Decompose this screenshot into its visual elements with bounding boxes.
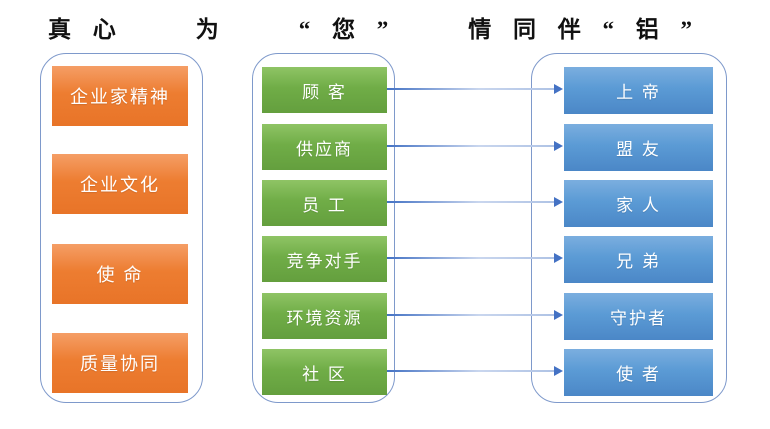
connector-arrow-head-icon — [554, 84, 563, 94]
role-box: 上 帝 — [564, 67, 713, 114]
value-box: 企业家精神 — [52, 66, 188, 126]
title-segment: “ 您 ” — [298, 17, 397, 42]
stakeholder-box: 供应商 — [262, 124, 387, 170]
value-box: 使 命 — [52, 244, 188, 304]
connector-arrow-line — [387, 257, 554, 259]
title-segment: 真 心 — [48, 17, 124, 42]
diagram-title: 真 心 为 “ 您 ” 情 同 伴 “ 铝 ” — [48, 10, 700, 44]
connector-arrow-head-icon — [554, 253, 563, 263]
stakeholder-box: 环境资源 — [262, 293, 387, 339]
role-box: 守护者 — [564, 293, 713, 340]
role-box: 使 者 — [564, 349, 713, 396]
role-box: 盟 友 — [564, 124, 713, 171]
connector-arrow-head-icon — [554, 197, 563, 207]
stakeholder-box: 竞争对手 — [262, 236, 387, 282]
values-panel: 企业家精神 企业文化 使 命 质量协同 — [40, 53, 203, 403]
value-box: 企业文化 — [52, 154, 188, 214]
connector-arrow-line — [387, 88, 554, 90]
connector-arrow-line — [387, 370, 554, 372]
roles-panel: 上 帝 盟 友 家 人 兄 弟 守护者 使 者 — [531, 53, 727, 403]
connector-arrow-line — [387, 314, 554, 316]
connector-arrow-line — [387, 201, 554, 203]
value-box: 质量协同 — [52, 333, 188, 393]
title-segment: 为 — [195, 17, 227, 42]
connector-arrow-head-icon — [554, 366, 563, 376]
role-box: 家 人 — [564, 180, 713, 227]
stakeholder-box: 顾 客 — [262, 67, 387, 113]
role-box: 兄 弟 — [564, 236, 713, 283]
connector-arrow-line — [387, 145, 554, 147]
stakeholder-box: 员 工 — [262, 180, 387, 226]
title-segment: 情 同 伴 “ 铝 ” — [468, 17, 700, 42]
stakeholders-panel: 顾 客 供应商 员 工 竞争对手 环境资源 社 区 — [252, 53, 395, 403]
connector-arrow-head-icon — [554, 141, 563, 151]
connector-arrow-head-icon — [554, 310, 563, 320]
stakeholder-box: 社 区 — [262, 349, 387, 395]
